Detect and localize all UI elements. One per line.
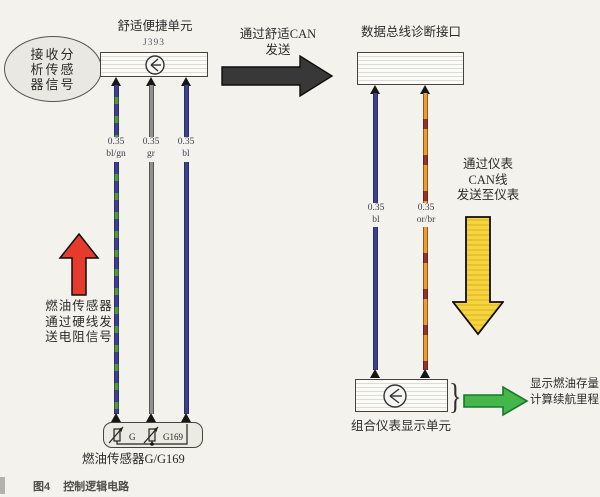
control-unit-icon [383, 384, 407, 408]
bubble-line: 器信号 [30, 76, 76, 92]
comfort-can-text-line2: 发送 [265, 43, 291, 57]
comfort-unit-designation: J393 [143, 38, 165, 48]
arrowhead-icon [146, 77, 156, 86]
comfort-can-arrow-icon [221, 55, 334, 97]
hardwire-signal-arrow-icon [58, 233, 100, 296]
comfort-can-text-line1: 通过舒适CAN [239, 27, 317, 41]
wire-color-code: bl [372, 214, 380, 225]
text-line: 发送至仪表 [456, 188, 520, 202]
wire-gauge: 0.35 [177, 137, 195, 147]
wire-blgn-upper [114, 85, 119, 137]
wire-color-code: bl/gn [106, 148, 126, 159]
signal-bubble: 接收分 析传感 器信号 [4, 36, 102, 102]
text-line: 通过硬线发 [45, 314, 113, 329]
instrument-cluster-box [355, 379, 448, 412]
wire-blgn-lower [114, 162, 119, 414]
display-result-text: 显示燃油存量 计算续航里程 [530, 376, 600, 408]
wire-gr-lower [149, 162, 154, 414]
wire-label-orbr: 0.35 or/br [406, 203, 446, 226]
figure-title: 控制逻辑电路 [63, 481, 130, 493]
arrowhead-icon [181, 413, 191, 422]
arrowhead-icon [111, 77, 121, 86]
wire-gauge: 0.35 [417, 203, 435, 213]
sensor-label-g: G [129, 432, 136, 442]
arrowhead-icon [370, 369, 380, 378]
instrument-cluster-caption: 组合仪表显示单元 [350, 419, 451, 433]
figure-number: 图4 [33, 481, 51, 493]
variable-resistor-icon [108, 426, 124, 444]
fuel-sensor-box: G G169 [103, 422, 203, 448]
text-line: 通过仪表 [462, 157, 513, 171]
display-result-arrow-icon [463, 385, 529, 417]
wire-bl-lower [184, 162, 189, 414]
diag-interface-box [357, 52, 464, 85]
arrowhead-icon [146, 413, 156, 422]
figure-caption: 图4 控制逻辑电路 [33, 478, 129, 494]
hardwire-signal-text: 燃油传感器 通过硬线发 送电阻信号 [40, 299, 118, 346]
wire-label-gr: 0.35 gr [131, 137, 171, 160]
instrument-can-text: 通过仪表 CAN线 发送至仪表 [438, 157, 538, 204]
wire-color-code: gr [147, 148, 155, 159]
wire-gauge: 0.35 [107, 137, 125, 147]
text-line: CAN线 [468, 172, 508, 187]
wire-color-code: or/br [416, 214, 436, 225]
arrowhead-icon [370, 85, 380, 94]
bubble-line: 析传感 [30, 61, 76, 77]
wire-orbr-lower [423, 227, 428, 370]
arrowhead-icon [111, 413, 121, 422]
wire-gr-upper [149, 85, 154, 137]
figure-caption-marker [0, 477, 5, 494]
fuel-sensor-caption: 燃油传感器G/G169 [82, 452, 185, 466]
instrument-can-arrow-icon [452, 216, 504, 336]
comfort-unit-title: 舒适便捷单元 [117, 19, 193, 33]
text-line: 送电阻信号 [45, 330, 113, 344]
variable-resistor-icon [143, 426, 159, 444]
wire-orbr-upper [423, 93, 428, 203]
wire-color-code: bl [182, 148, 190, 159]
junction-dot [150, 442, 154, 446]
wire-gauge: 0.35 [142, 137, 160, 147]
wire-gauge: 0.35 [367, 203, 385, 213]
text-line: 显示燃油存量 [530, 378, 599, 390]
control-unit-icon [145, 55, 165, 75]
text-line: 燃油传感器 [45, 299, 113, 313]
text-line: 计算续航里程 [530, 394, 599, 406]
wire-label-bl-right: 0.35 bl [356, 203, 396, 226]
wire-label-bl: 0.35 bl [166, 137, 206, 160]
wire-bl-upper [184, 85, 189, 137]
fuel-sensor-internals: G G169 [108, 424, 188, 446]
brace-mark: } [449, 376, 462, 416]
sensor-label-g169: G169 [163, 432, 183, 442]
diag-interface-title: 数据总线诊断接口 [360, 25, 461, 39]
wire-label-blgn: 0.35 bl/gn [96, 137, 136, 160]
wire-bl-right-lower [373, 227, 378, 370]
bubble-line: 接收分 [30, 46, 76, 62]
comfort-unit-box [100, 52, 208, 77]
wire-bl-right-upper [373, 93, 378, 203]
arrowhead-icon [420, 85, 430, 94]
arrowhead-icon [181, 77, 191, 86]
arrowhead-icon [420, 369, 430, 378]
